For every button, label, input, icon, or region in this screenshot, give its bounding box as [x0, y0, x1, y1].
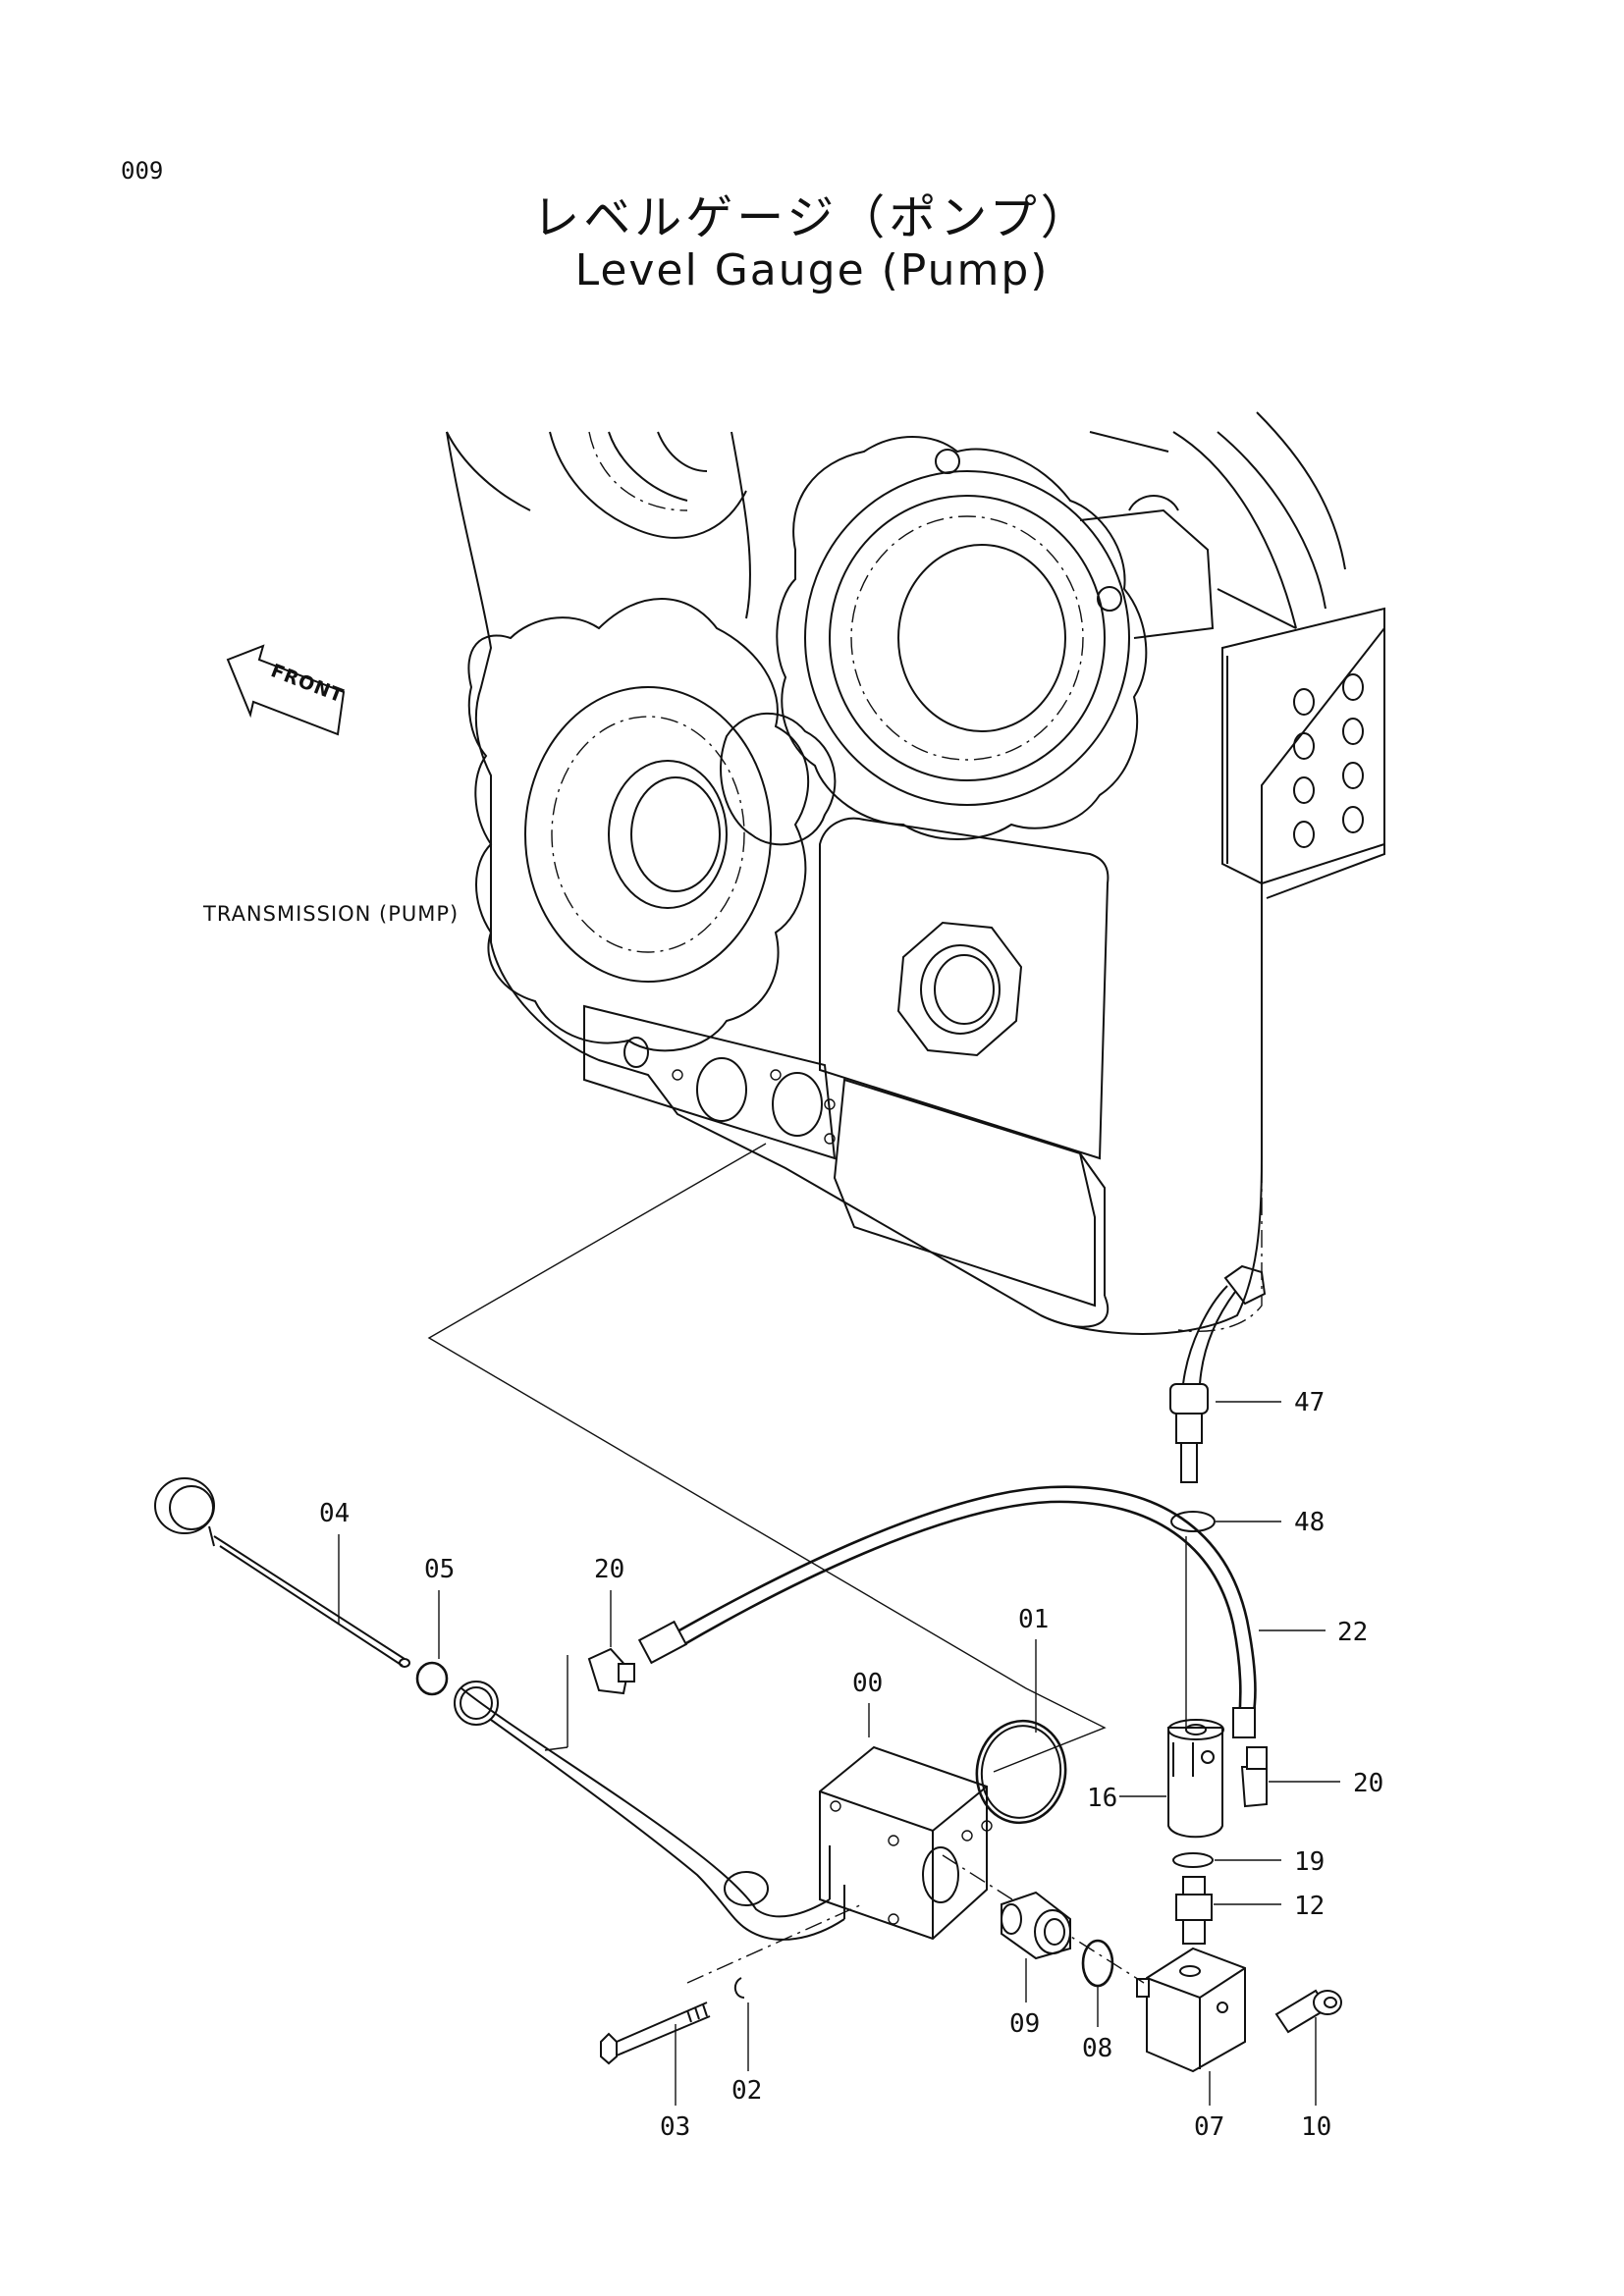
callout-03: 03 [660, 2112, 690, 2142]
callout-47: 47 [1294, 1388, 1325, 1417]
bolt-10 [1274, 1989, 1342, 2034]
title-japanese: レベルゲージ（ポンプ） [532, 190, 1092, 245]
title-english: Level Gauge (Pump) [574, 245, 1050, 295]
assembly-label: TRANSMISSION (PUMP) [202, 902, 459, 926]
callout-02: 02 [731, 2076, 762, 2106]
callout-01: 01 [1018, 1605, 1049, 1634]
dipstick-04 [154, 1477, 410, 1668]
block-07 [1136, 1947, 1246, 2073]
o-ring-05 [415, 1661, 449, 1696]
fitting-12 [1175, 1876, 1281, 1945]
adapter-09 [1001, 1891, 1071, 2002]
level-sensor [1169, 1264, 1281, 1483]
washer-02 [733, 1977, 745, 1999]
hose-22 [637, 1485, 1326, 1738]
elbow-fitting-20-left [544, 1590, 635, 1751]
callout-48: 48 [1294, 1508, 1325, 1537]
callout-22: 22 [1337, 1618, 1368, 1647]
callout-10: 10 [1301, 2112, 1331, 2142]
o-ring-19 [1172, 1852, 1214, 1868]
bolt-03 [600, 2002, 711, 2106]
callout-07: 07 [1194, 2112, 1224, 2142]
transmission-housing [446, 411, 1385, 1335]
callout-20-right: 20 [1353, 1769, 1383, 1798]
callout-00: 00 [852, 1669, 883, 1698]
front-label: FRONT [268, 660, 347, 707]
callout-12: 12 [1294, 1892, 1325, 1921]
callout-19: 19 [1294, 1847, 1325, 1877]
callout-09: 09 [1009, 2009, 1040, 2039]
valve-block-16 [1119, 1536, 1224, 1839]
callout-08: 08 [1082, 2034, 1112, 2063]
front-arrow: FRONT [226, 644, 347, 736]
callout-16: 16 [1087, 1784, 1117, 1813]
block-hole [1293, 673, 1364, 848]
callout-20-left: 20 [594, 1555, 624, 1584]
elbow-fitting-20-right [1240, 1746, 1340, 1808]
callout-04: 04 [319, 1499, 350, 1528]
bent-pipe [454, 1681, 845, 1941]
o-ring-01 [975, 1639, 1067, 1825]
o-ring-48 [1170, 1511, 1216, 1532]
callout-05: 05 [424, 1555, 455, 1584]
bracket-00 [819, 1745, 993, 1941]
page-number: 009 [121, 157, 164, 185]
o-ring-08 [1081, 1939, 1114, 1988]
